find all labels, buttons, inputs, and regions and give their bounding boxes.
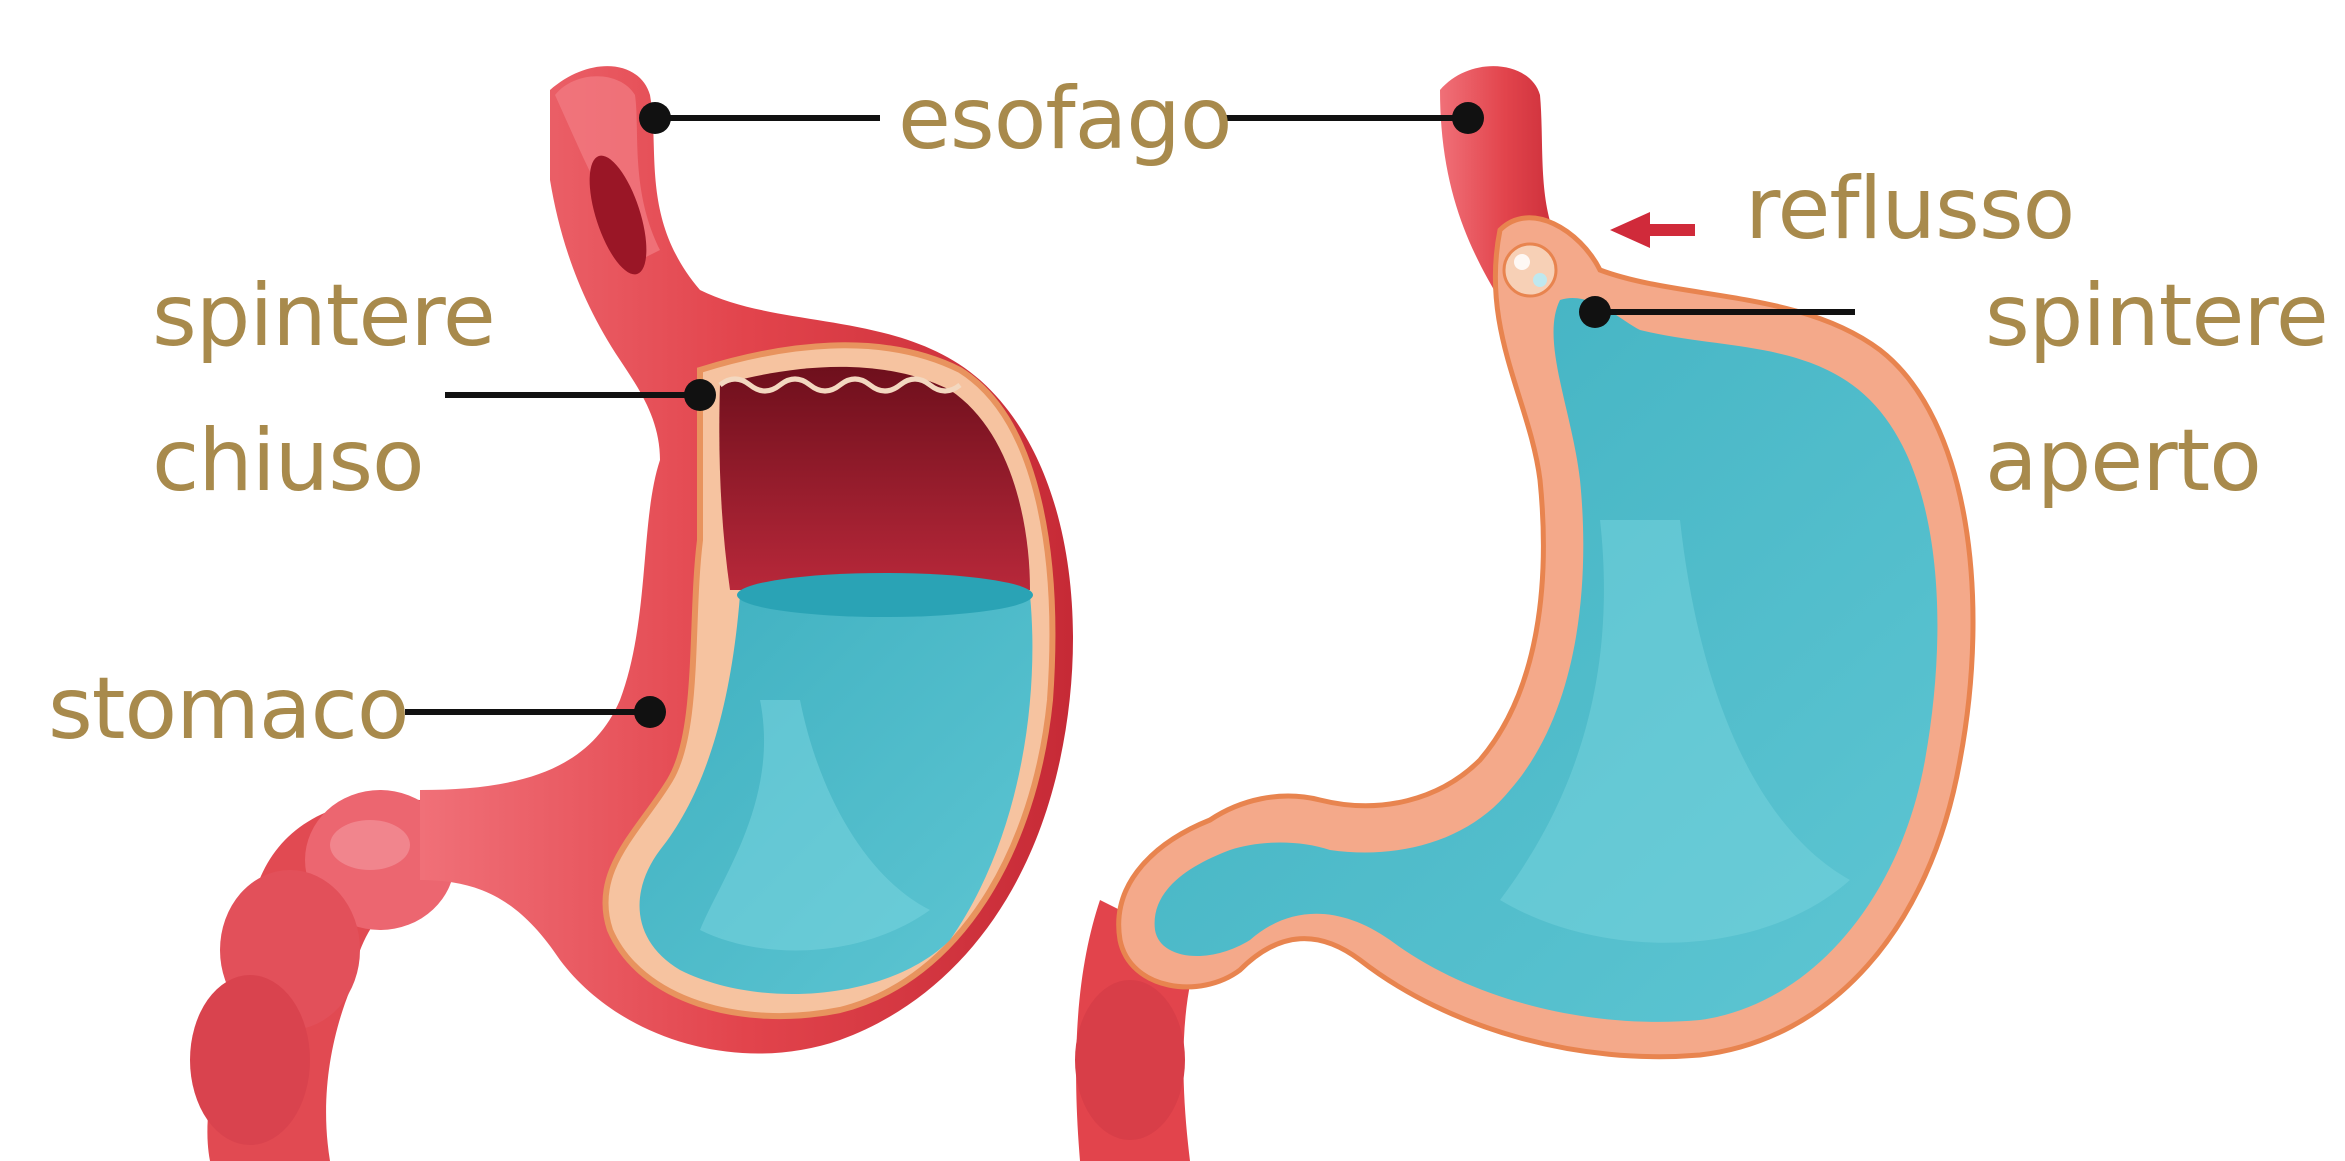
label-reflusso: reflusso bbox=[1745, 159, 2074, 259]
label-spintere-chiuso-2: chiuso bbox=[152, 411, 424, 511]
label-spintere-aperto-1: spintere bbox=[1985, 266, 2328, 366]
label-stomaco: stomaco bbox=[48, 659, 409, 759]
label-spintere-aperto-2: aperto bbox=[1985, 411, 2261, 511]
left-stomach bbox=[190, 66, 1073, 1161]
reflux-bubble bbox=[1504, 244, 1556, 296]
label-esofago: esofago bbox=[898, 69, 1232, 169]
left-intestine bbox=[190, 790, 460, 1161]
label-spintere-chiuso-1: spintere bbox=[152, 266, 495, 366]
arrow-left-icon bbox=[1610, 212, 1695, 248]
